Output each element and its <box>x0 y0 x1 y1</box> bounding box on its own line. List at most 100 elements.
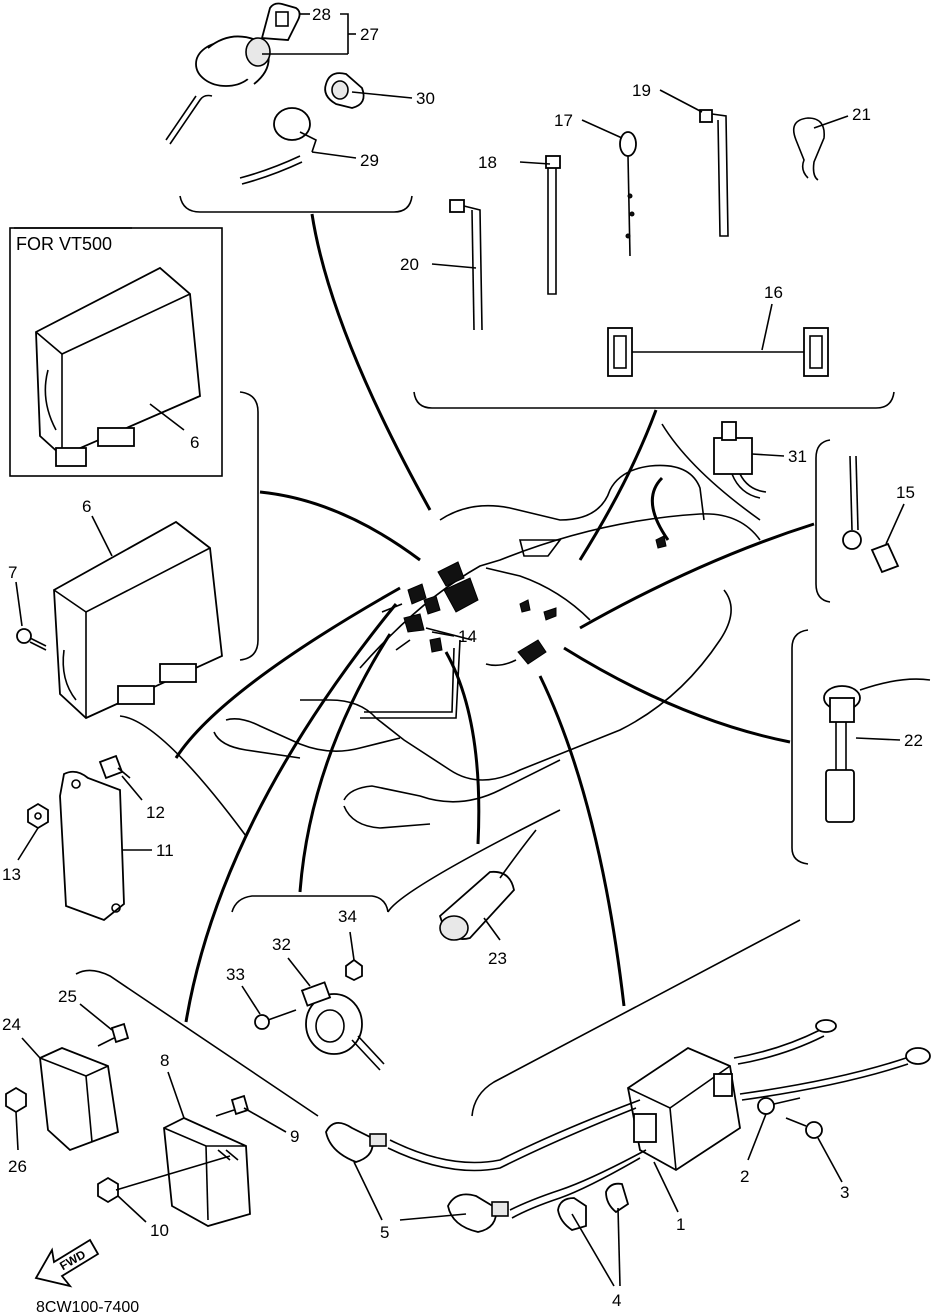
holder-30 <box>324 72 365 109</box>
ignition-coil-1 <box>627 1046 741 1172</box>
callout-30: 30 <box>416 89 435 108</box>
drawing-code: 8CW100-7400 <box>36 1299 139 1313</box>
bolt-25 <box>97 1022 130 1047</box>
horn-32 <box>300 981 385 1071</box>
switch-31 <box>713 421 767 499</box>
callout-labels: 28 27 30 29 19 21 17 18 20 16 31 15 22 6… <box>2 5 923 1310</box>
callout-5: 5 <box>380 1223 389 1242</box>
callout-23: 23 <box>488 949 507 968</box>
relay-cover-11 <box>59 770 125 922</box>
group-bracket-31 <box>661 423 761 521</box>
callout-10: 10 <box>150 1221 169 1240</box>
callout-31: 31 <box>788 447 807 466</box>
leader-31 <box>650 476 670 541</box>
callout-34: 34 <box>338 907 357 926</box>
callout-25: 25 <box>58 987 77 1006</box>
leader-top-group <box>310 213 432 511</box>
clamp-17 <box>619 131 637 257</box>
leader-right-upper <box>579 522 815 630</box>
leader-horn <box>298 633 392 893</box>
callout-27: 27 <box>360 25 379 44</box>
plug-cap-5a <box>325 1122 387 1163</box>
callout-leaders <box>15 13 905 1287</box>
ground-lead-2 <box>757 1097 801 1115</box>
callout-21: 21 <box>852 105 871 124</box>
callout-28: 28 <box>312 5 331 24</box>
cdi-unit-inset <box>35 266 201 467</box>
leader-top-right-group <box>578 409 658 561</box>
group-bracket-condenser <box>387 809 561 913</box>
leader-regulator <box>184 603 398 1023</box>
main-switch-27 <box>165 35 271 145</box>
harness-connectors <box>395 535 667 667</box>
nut-26 <box>5 1086 27 1114</box>
callout-22: 22 <box>904 731 923 750</box>
band-18 <box>545 155 561 295</box>
nut-13 <box>27 802 49 830</box>
fwd-arrow: FWD <box>34 1238 100 1288</box>
switch-22 <box>823 678 931 823</box>
callout-7: 7 <box>8 563 17 582</box>
callout-1: 1 <box>676 1215 685 1234</box>
callout-19: 19 <box>632 81 651 100</box>
inset-title: FOR VT500 <box>16 234 112 254</box>
bolt-15 <box>870 542 900 574</box>
callout-29: 29 <box>360 151 379 170</box>
callout-18: 18 <box>478 153 497 172</box>
bolt-12 <box>98 754 131 780</box>
callout-33: 33 <box>226 965 245 984</box>
group-bracket-cdi <box>239 391 259 661</box>
callout-26: 26 <box>8 1157 27 1176</box>
leader-relay <box>174 586 401 759</box>
screw-7 <box>16 628 47 651</box>
callout-14: 14 <box>458 627 477 646</box>
callout-2: 2 <box>740 1167 749 1186</box>
leader-cdi <box>259 490 421 562</box>
nut-10 <box>97 1176 119 1204</box>
callout-20: 20 <box>400 255 419 274</box>
band-19 <box>699 109 729 237</box>
rectifier-24 <box>39 1047 119 1152</box>
callout-24: 24 <box>2 1015 21 1034</box>
callout-6: 6 <box>82 497 91 516</box>
group-bracket-regulator <box>75 969 319 1117</box>
callout-9: 9 <box>290 1127 299 1146</box>
group-bracket-top-left <box>179 195 413 213</box>
callout-17: 17 <box>554 111 573 130</box>
key-28 <box>260 2 301 41</box>
callout-8: 8 <box>160 1051 169 1070</box>
callout-15: 15 <box>896 483 915 502</box>
callout-16: 16 <box>764 283 783 302</box>
cdi-unit <box>53 520 223 720</box>
leader-condenser <box>444 651 481 845</box>
bolt-33 <box>254 1009 297 1030</box>
group-bracket-right-upper <box>815 439 831 603</box>
holder-16 <box>607 327 829 377</box>
callout-3: 3 <box>840 1183 849 1202</box>
leader-right-lower <box>563 646 791 744</box>
nut-34 <box>345 958 363 982</box>
motorcycle-frame <box>213 464 761 829</box>
group-bracket-horn <box>231 895 389 913</box>
lead-15 <box>842 455 862 550</box>
plug-cord-upper <box>733 1019 931 1101</box>
callout-32: 32 <box>272 935 291 954</box>
bolt-9 <box>215 1094 250 1117</box>
callout-6-inset: 6 <box>190 433 199 452</box>
band-20 <box>449 199 483 331</box>
bolt-3 <box>785 1117 823 1139</box>
group-bracket-relay <box>119 715 247 837</box>
group-bracket-top-right <box>413 391 895 409</box>
callout-13: 13 <box>2 865 21 884</box>
plug-cord-lower <box>387 1099 647 1219</box>
group-bracket-right-lower <box>791 629 809 865</box>
condenser-23 <box>438 829 537 941</box>
relay-29 <box>239 107 317 185</box>
callout-12: 12 <box>146 803 165 822</box>
group-bracket-coil <box>471 919 801 1117</box>
plug-cap-5b <box>447 1193 509 1233</box>
callout-4: 4 <box>612 1291 621 1310</box>
clamp-4b <box>605 1182 630 1214</box>
clip-21 <box>792 117 825 181</box>
